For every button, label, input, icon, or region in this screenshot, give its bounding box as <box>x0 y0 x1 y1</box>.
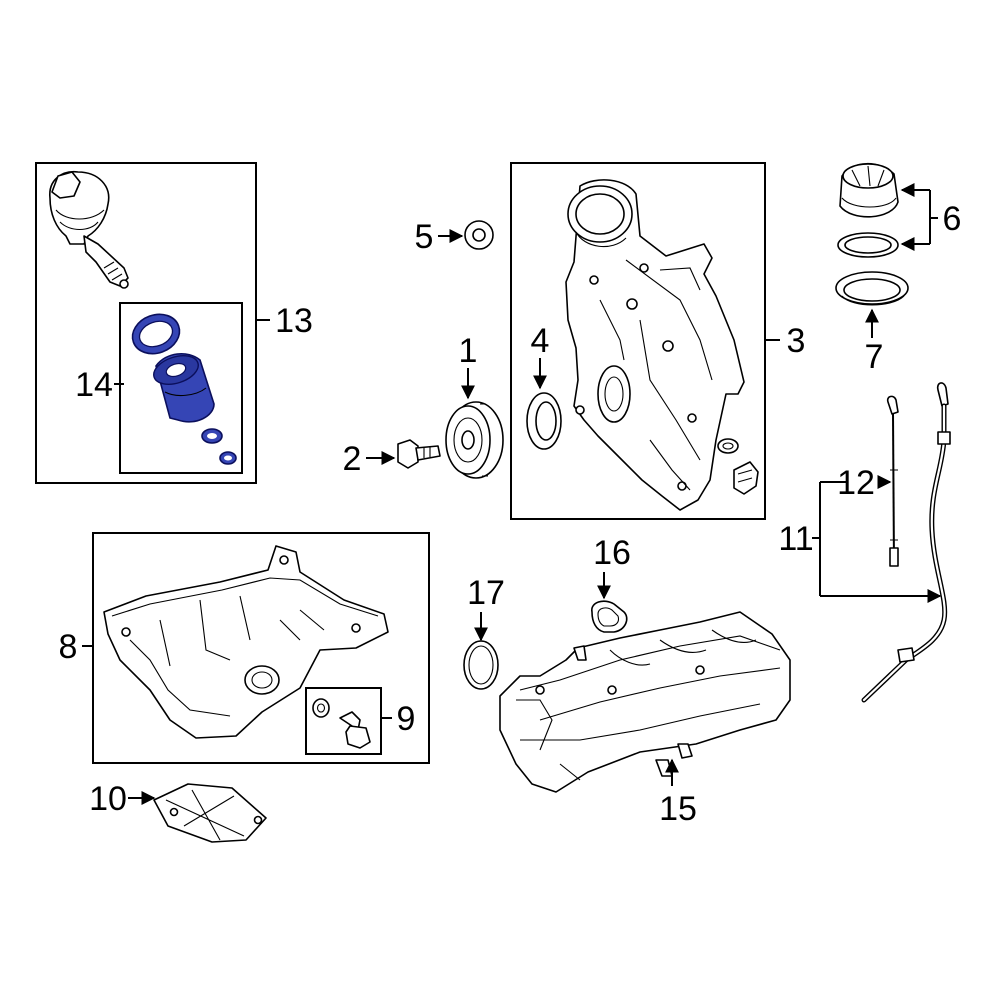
intake-o-ring[interactable] <box>463 640 499 690</box>
callout-8: 8 <box>59 628 78 666</box>
oil-filler-cap-seal[interactable] <box>837 232 899 258</box>
callout-12: 12 <box>837 464 875 502</box>
callout-11: 11 <box>778 520 813 558</box>
callout-9: 9 <box>397 700 416 738</box>
callout-10: 10 <box>89 780 127 818</box>
callout-13: 13 <box>275 302 313 340</box>
frame-oil-pan <box>92 532 430 764</box>
intake-gasket[interactable] <box>591 600 628 633</box>
drain-plug-washer[interactable] <box>312 698 330 718</box>
callout-14: 14 <box>75 366 113 404</box>
oil-filler-cap[interactable] <box>839 163 899 218</box>
oil-pan[interactable] <box>103 545 389 739</box>
pulley-bolt[interactable] <box>397 439 441 469</box>
callout-3: 3 <box>787 322 806 360</box>
leader-lines <box>82 183 942 805</box>
frame-oil-filter-element <box>119 302 243 474</box>
oil-dipstick[interactable] <box>886 395 899 567</box>
crankshaft-pulley[interactable] <box>445 401 504 479</box>
callout-1: 1 <box>459 332 478 370</box>
crankshaft-washer[interactable] <box>464 220 494 250</box>
oil-filter-element-kit[interactable] <box>127 308 237 465</box>
callout-4: 4 <box>531 322 550 360</box>
callout-2: 2 <box>343 440 362 478</box>
timing-cover[interactable] <box>565 179 745 511</box>
callout-15: 15 <box>659 790 697 828</box>
front-crankshaft-seal[interactable] <box>526 392 562 450</box>
callout-7: 7 <box>865 338 884 376</box>
timing-cover-o-ring[interactable] <box>717 438 739 454</box>
callout-6: 6 <box>943 200 962 238</box>
filler-neck-seal[interactable] <box>835 271 909 306</box>
oil-filter-housing-cap[interactable] <box>49 171 129 289</box>
frame-oil-filter-assembly <box>35 162 257 484</box>
timing-cover-plug[interactable] <box>733 461 759 495</box>
callout-17: 17 <box>467 574 505 612</box>
intake-manifold[interactable] <box>499 611 791 793</box>
drain-plug[interactable] <box>339 711 371 749</box>
dipstick-tube[interactable] <box>861 382 951 703</box>
callout-16: 16 <box>593 534 631 572</box>
callout-5: 5 <box>415 218 434 256</box>
oil-pan-lower-plate[interactable] <box>153 783 267 843</box>
frame-drain-plug <box>305 687 382 755</box>
